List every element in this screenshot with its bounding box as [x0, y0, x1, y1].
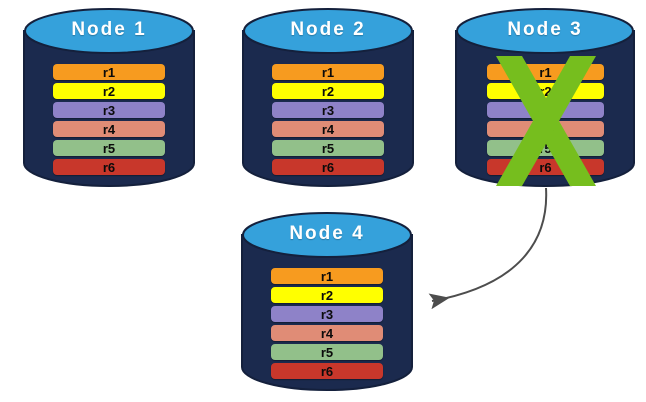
row-bar[interactable]: r1 — [271, 268, 383, 284]
row-label: r2 — [539, 83, 552, 99]
cylinder-top — [243, 8, 413, 54]
row-bar[interactable]: r6 — [487, 159, 604, 175]
row-label: r4 — [539, 121, 552, 137]
row-label: r6 — [321, 159, 335, 175]
row-label: r4 — [102, 121, 116, 137]
row-bar[interactable]: r3 — [271, 306, 383, 322]
row-list: r1 r2 r3 r4 r5 r6 — [53, 64, 165, 175]
row-label: r1 — [539, 64, 552, 80]
row-bar[interactable]: r5 — [271, 344, 383, 360]
cylinder-top — [24, 8, 194, 54]
row-bar[interactable]: r2 — [271, 287, 383, 303]
row-bar[interactable]: r6 — [53, 159, 165, 175]
row-label: r6 — [102, 159, 116, 175]
row-label: r2 — [320, 287, 334, 303]
row-label: r1 — [321, 64, 335, 80]
row-bar[interactable]: r3 — [53, 102, 165, 118]
cylinder-top — [242, 212, 412, 258]
row-bar[interactable]: r5 — [487, 140, 604, 156]
node-title: Node 3 — [507, 19, 583, 40]
row-label: r4 — [320, 325, 334, 341]
row-label: r1 — [102, 64, 116, 80]
row-label: r3 — [321, 102, 335, 118]
row-bar[interactable]: r3 — [487, 102, 604, 118]
row-list: r1 r2 r3 r4 r5 r6 — [272, 64, 384, 175]
node-title: Node 1 — [71, 19, 147, 40]
row-bar[interactable]: r3 — [272, 102, 384, 118]
row-bar[interactable]: r6 — [272, 159, 384, 175]
row-bar[interactable]: r1 — [53, 64, 165, 80]
row-bar[interactable]: r4 — [487, 121, 604, 137]
row-bar[interactable]: r5 — [272, 140, 384, 156]
row-label: r6 — [320, 363, 334, 379]
row-label: r2 — [102, 83, 116, 99]
cylinder-top — [456, 8, 634, 54]
node-cylinder-3[interactable]: Node 3 r1 r2 r3 r4 r5 r6 — [455, 8, 635, 187]
arrow-path — [428, 187, 548, 310]
row-bar[interactable]: r2 — [487, 83, 604, 99]
row-bar[interactable]: r4 — [53, 121, 165, 137]
row-label: r5 — [539, 140, 552, 156]
row-bar[interactable]: r2 — [272, 83, 384, 99]
row-bar[interactable]: r4 — [272, 121, 384, 137]
row-bar[interactable]: r1 — [272, 64, 384, 80]
row-label: r6 — [539, 159, 552, 175]
row-bar[interactable]: r6 — [271, 363, 383, 379]
row-label: r2 — [321, 83, 335, 99]
row-label: r5 — [321, 140, 335, 156]
row-label: r3 — [539, 102, 552, 118]
row-bar[interactable]: r2 — [53, 83, 165, 99]
node-cylinder-1[interactable]: Node 1 r1 r2 r3 r4 r5 r6 — [23, 8, 195, 187]
row-label: r1 — [320, 268, 334, 284]
row-label: r4 — [321, 121, 335, 137]
row-label: r5 — [320, 344, 334, 360]
row-list: r1 r2 r3 r4 r5 r6 — [271, 268, 383, 379]
row-bar[interactable]: r5 — [53, 140, 165, 156]
row-label: r5 — [102, 140, 116, 156]
row-bar[interactable]: r4 — [271, 325, 383, 341]
node-cylinder-4[interactable]: Node 4 r1 r2 r3 r4 r5 r6 — [241, 212, 413, 391]
row-label: r3 — [320, 306, 334, 322]
row-list: r1 r2 r3 r4 r5 r6 — [487, 64, 604, 175]
node-title: Node 2 — [290, 19, 366, 40]
node-cylinder-2[interactable]: Node 2 r1 r2 r3 r4 r5 r6 — [242, 8, 414, 187]
row-label: r3 — [102, 102, 116, 118]
node-title: Node 4 — [289, 223, 365, 244]
row-bar[interactable]: r1 — [487, 64, 604, 80]
